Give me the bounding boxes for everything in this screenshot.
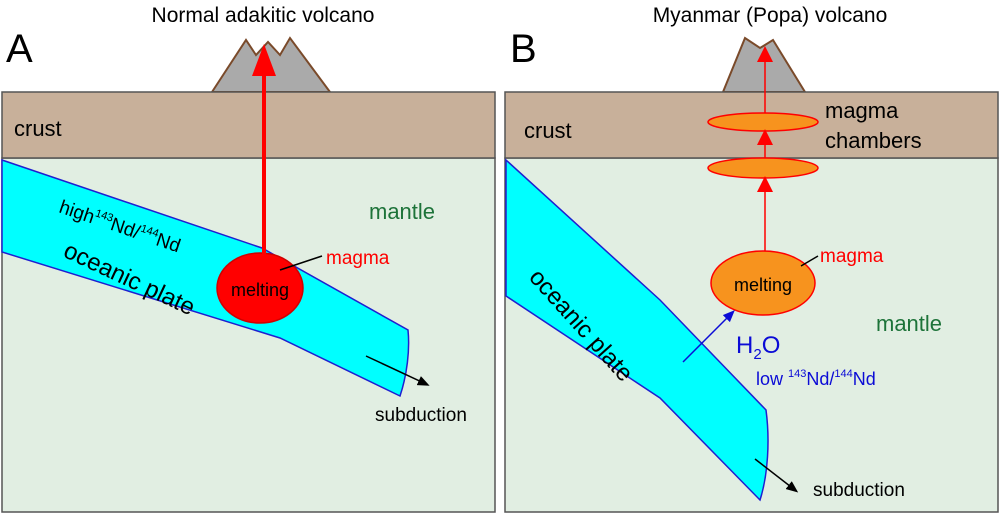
oceanic-plate-a	[1, 158, 410, 398]
volcano-b	[721, 36, 807, 93]
panel-b-title: Myanmar (Popa) volcano	[653, 4, 888, 27]
magma-label-b: magma	[820, 246, 884, 267]
magma-chamber-upper	[707, 112, 819, 132]
isotope-label-a: high143Nd/144Nd	[56, 196, 183, 257]
melting-label-b: melting	[734, 275, 792, 295]
water-label: H2O	[736, 332, 780, 363]
magma-label-a: magma	[326, 248, 390, 269]
subduction-label-b: subduction	[813, 480, 905, 501]
subduction-arrow-b	[754, 458, 799, 493]
chambers-label-line2: chambers	[825, 128, 922, 153]
isotope-label-b: low 143Nd/144Nd	[756, 368, 876, 389]
melting-zone-b	[710, 250, 816, 316]
mantle-label-a: mantle	[369, 199, 435, 224]
water-flux-arrow	[682, 310, 735, 363]
panel-b: B Myanmar (Popa) volcano crust magma cha…	[504, 4, 999, 513]
magma-pointer-a	[279, 255, 323, 271]
mantle-label-b: mantle	[876, 311, 942, 336]
ascent-arrowhead-bottom	[757, 176, 773, 192]
panel-a: A Normal adakitic volcano crust mantle h…	[1, 4, 496, 513]
magma-ascent-arrowhead-a	[252, 44, 276, 76]
magma-pointer-b	[800, 255, 819, 267]
oceanic-plate-b	[505, 158, 769, 502]
crust-a	[1, 91, 496, 159]
crust-label-a: crust	[14, 116, 62, 141]
subduction-label-a: subduction	[375, 405, 467, 426]
melting-label-a: melting	[231, 280, 289, 300]
ascent-arrowhead-top	[757, 46, 773, 62]
magma-chamber-lower	[707, 157, 819, 179]
ascent-arrowhead-mid	[757, 129, 773, 145]
subduction-arrow-a	[365, 355, 430, 386]
panel-a-letter: A	[6, 27, 33, 71]
panel-b-letter: B	[510, 27, 537, 71]
panel-a-title: Normal adakitic volcano	[152, 4, 375, 27]
crust-label-b: crust	[524, 118, 572, 143]
melting-zone-a	[216, 252, 304, 324]
chambers-label-line1: magma	[825, 98, 899, 123]
